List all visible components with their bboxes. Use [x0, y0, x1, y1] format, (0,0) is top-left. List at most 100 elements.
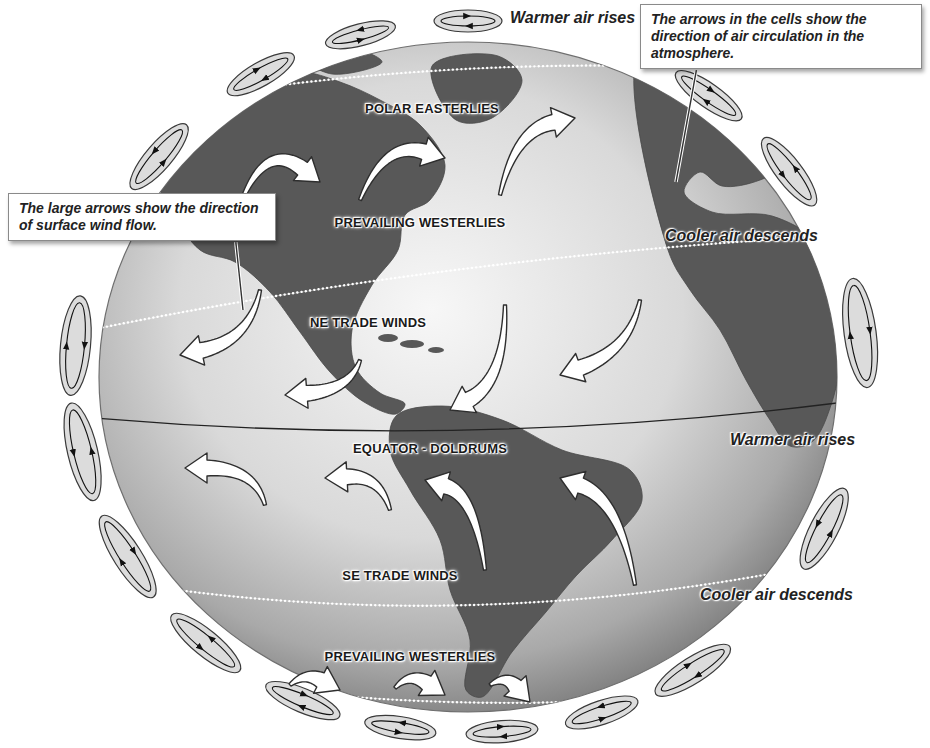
wind-arrow: [560, 300, 641, 382]
cell-outline: [669, 63, 748, 129]
cell-arrow: [231, 69, 261, 90]
cell-outline: [90, 508, 165, 604]
leader-line-halo: [676, 70, 696, 182]
label-text: NE TRADE WINDS: [310, 315, 426, 330]
wind-arrow: [359, 137, 445, 200]
cell-arrow: [201, 638, 238, 672]
callout-text: The arrows in the cells show the directi…: [651, 11, 911, 62]
cell-flow: [800, 491, 849, 566]
cell-arrow: [99, 518, 135, 561]
cell-arrow: [234, 74, 264, 95]
air-motion-label: Warmer air rises: [730, 431, 855, 449]
label-text: POLAR EASTERLIES: [365, 101, 499, 116]
cell-arrow: [705, 91, 739, 120]
label-text: Warmer air rises: [730, 431, 855, 449]
cell-arrow: [258, 54, 291, 80]
label-text: Cooler air descends: [665, 227, 818, 245]
cell-outline: [465, 718, 539, 746]
circulation-cell: [122, 116, 196, 197]
cell-arrow: [468, 16, 495, 26]
cell-arrow: [300, 701, 333, 719]
cell-outline: [56, 294, 95, 396]
cell-arrow: [854, 284, 870, 333]
cell-arrow: [173, 620, 206, 649]
cell-outline: [562, 689, 642, 736]
continent: [150, 72, 445, 414]
wind-arrow: [394, 670, 445, 695]
circulation-cell: [669, 63, 748, 129]
cell-arrow: [371, 723, 400, 733]
cell-arrow: [658, 664, 697, 696]
cell-flow: [131, 126, 187, 188]
leader-lines: [236, 70, 697, 310]
cell-arrow: [850, 332, 876, 382]
wind-arrow: [185, 453, 266, 505]
cell-flow: [844, 284, 877, 382]
cell-outline: [222, 45, 300, 103]
cell-arrow: [71, 346, 84, 390]
cell-arrow: [73, 408, 92, 452]
cell-arrow: [359, 23, 388, 35]
circulation-cell: [57, 400, 109, 504]
label-text: Cooler air descends: [700, 586, 853, 604]
cell-outline: [791, 482, 857, 575]
cell-outline: [363, 711, 438, 744]
cell-flow: [173, 614, 239, 672]
air-motion-label: Cooler air descends: [700, 586, 853, 604]
callout-text: The large arrows show the direction of s…: [19, 200, 265, 234]
cell-outline: [163, 605, 248, 681]
wind-arrow: [499, 108, 575, 196]
leader-line-halo: [236, 242, 243, 310]
cell-arrow: [441, 21, 468, 26]
wind-belt-label: PREVAILING WESTERLIES: [335, 213, 506, 231]
label-text: EQUATOR - DOLDRUMS: [353, 441, 507, 456]
cell-flow: [762, 140, 816, 204]
continent: [300, 49, 382, 74]
island: [400, 340, 424, 348]
continent: [634, 41, 842, 448]
cell-arrow: [800, 525, 824, 562]
cell-arrow: [361, 27, 390, 39]
wind-belt-label: PREVAILING WESTERLIES: [325, 647, 496, 665]
latitude-line: [90, 235, 850, 330]
wind-belt-label: SE TRADE WINDS: [342, 566, 457, 584]
circulation-cell: [363, 711, 438, 744]
cell-arrow: [844, 285, 860, 334]
wind-arrow: [285, 360, 361, 409]
wind-arrow: [425, 472, 486, 570]
cell-arrow: [789, 167, 816, 199]
cell-arrow: [270, 682, 305, 706]
cell-arrow: [159, 130, 187, 161]
leader-line: [676, 70, 696, 182]
cell-outline: [649, 636, 737, 705]
cell-arrow: [128, 552, 157, 591]
cell-arrow: [473, 727, 503, 739]
circulation-cell: [222, 45, 300, 103]
circulation-cell: [56, 294, 95, 396]
cell-arrow: [572, 713, 603, 728]
leader-line: [236, 242, 243, 310]
cell-arrow: [502, 729, 531, 736]
cell-arrow: [807, 529, 831, 566]
cell-flow: [570, 697, 633, 728]
circulation-cell: [649, 636, 737, 705]
wind-arrow: [560, 471, 636, 585]
cell-arrow: [762, 140, 794, 176]
cell-outline: [837, 276, 883, 389]
circulation-cell: [562, 689, 642, 736]
cell-outline: [753, 130, 825, 212]
cell-outline: [57, 400, 109, 504]
wind-arrow: [450, 305, 507, 413]
cell-arrow: [400, 723, 430, 737]
cell-arrow: [67, 302, 89, 347]
cell-flow: [64, 408, 101, 496]
cell-arrow: [331, 30, 362, 47]
cell-arrow: [570, 707, 601, 722]
island: [428, 347, 444, 353]
wind-belt-label: POLAR EASTERLIES: [365, 99, 499, 117]
cell-arrow: [372, 718, 401, 728]
wind-belt-label: NE TRADE WINDS: [310, 313, 426, 331]
wind-arrow: [289, 667, 340, 694]
air-motion-label: Warmer air rises: [510, 9, 635, 27]
